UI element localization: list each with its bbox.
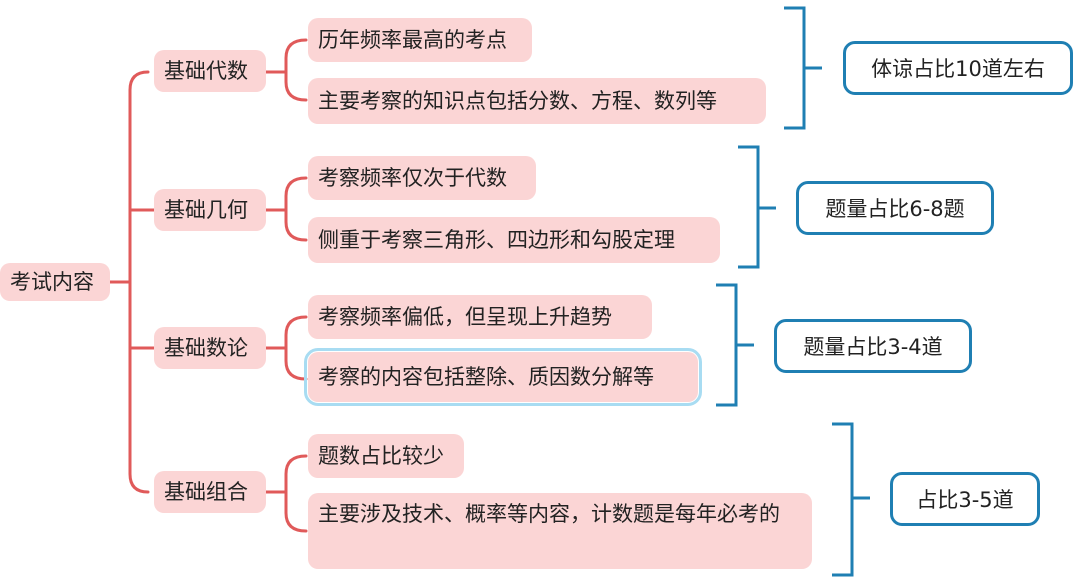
leaf-node-algebra-1[interactable]: 历年频率最高的考点 <box>308 18 532 62</box>
algebra-fork <box>284 38 308 102</box>
summary-box-algebra[interactable]: 体谅占比10道左右 <box>843 41 1073 95</box>
root-node[interactable]: 考试内容 <box>0 263 110 301</box>
summary-box-geometry[interactable]: 题量占比6-8题 <box>796 181 994 235</box>
numbertheory-fork <box>284 315 308 381</box>
leaf-node-geometry-2[interactable]: 侧重于考察三角形、四边形和勾股定理 <box>308 217 720 263</box>
combinatorics-fork <box>284 454 308 533</box>
branch-node-geometry[interactable]: 基础几何 <box>154 189 266 231</box>
algebra-bracket <box>784 6 822 130</box>
geometry-fork <box>284 176 308 242</box>
summary-box-numbertheory[interactable]: 题量占比3-4道 <box>774 319 972 373</box>
branch-node-combinatorics[interactable]: 基础组合 <box>154 471 266 513</box>
geometry-bracket <box>738 145 776 269</box>
leaf-node-algebra-2[interactable]: 主要考察的知识点包括分数、方程、数列等 <box>308 78 766 124</box>
leaf-node-combinatorics-1[interactable]: 题数占比较少 <box>308 434 464 478</box>
leaf-node-numbertheory-2[interactable]: 考察的内容包括整除、质因数分解等 <box>304 348 702 406</box>
branch-node-numbertheory[interactable]: 基础数论 <box>154 327 266 369</box>
branch-node-algebra[interactable]: 基础代数 <box>154 50 266 92</box>
numbertheory-bracket <box>716 283 754 407</box>
combinatorics-bracket <box>832 422 870 577</box>
leaf-node-geometry-1[interactable]: 考察频率仅次于代数 <box>308 156 536 200</box>
leaf-node-numbertheory-1[interactable]: 考察频率偏低，但呈现上升趋势 <box>308 295 652 339</box>
leaf-node-combinatorics-2[interactable]: 主要涉及技术、概率等内容，计数题是每年必考的 <box>308 493 812 569</box>
summary-box-combinatorics[interactable]: 占比3-5道 <box>890 472 1040 526</box>
trunk-line <box>128 70 150 494</box>
